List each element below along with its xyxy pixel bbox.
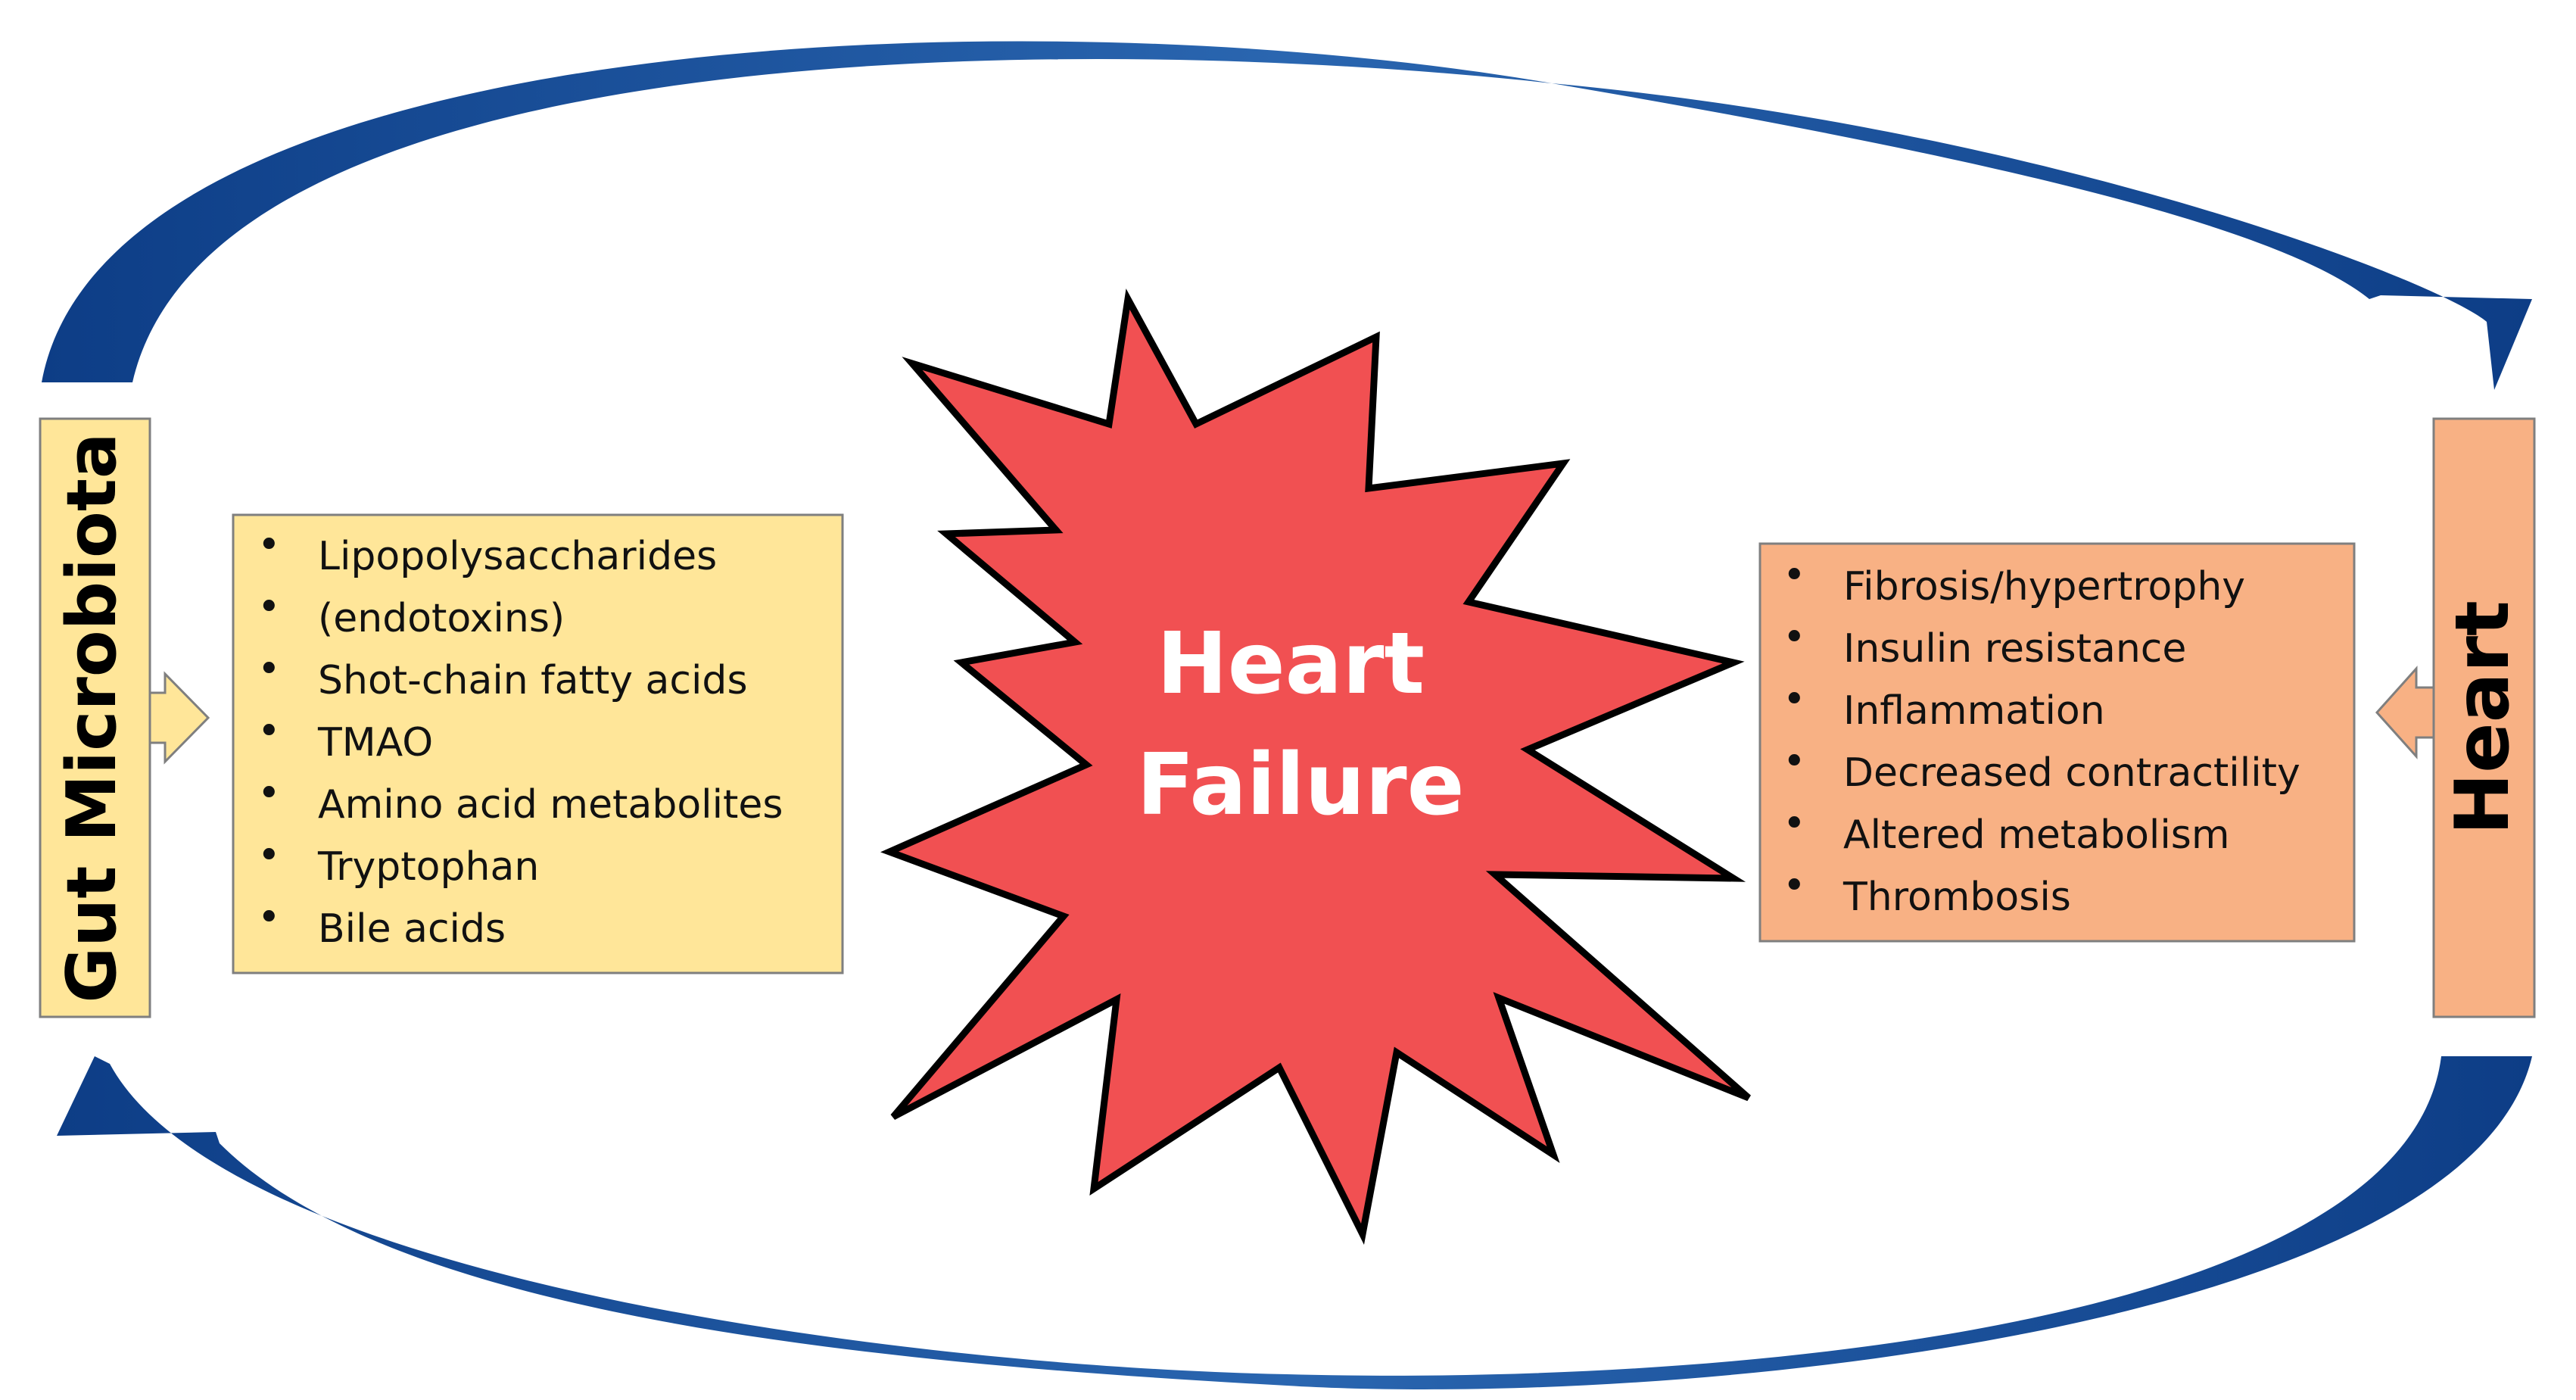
list-item: Bile acids <box>318 906 506 952</box>
heart-failure-title-line2: Failure <box>1136 736 1464 834</box>
list-item: Shot-chain fatty acids <box>318 658 748 703</box>
bullet: • <box>1783 553 1806 598</box>
bullet: • <box>257 585 281 630</box>
list-item: TMAO <box>317 720 433 765</box>
bullet: • <box>1783 863 1806 909</box>
curved-arrow-right-icon <box>42 41 2532 390</box>
bullet: • <box>257 647 281 692</box>
gut-metabolites-box <box>232 513 844 974</box>
bullet: • <box>257 522 281 568</box>
heart-effects-list: • Fibrosis/hypertrophy • Insulin resista… <box>1783 553 2300 920</box>
bullet: • <box>257 895 281 940</box>
bullet: • <box>1783 677 1806 722</box>
heart-failure-starburst <box>880 288 1751 1245</box>
gut-microbiota-box <box>39 417 151 1018</box>
bullet: • <box>257 833 281 878</box>
bullet: • <box>1783 615 1806 660</box>
bullet: • <box>257 709 281 754</box>
gut-metabolites-list: • Lipopolysaccharides • (endotoxins) • S… <box>257 522 783 952</box>
bullet: • <box>257 771 281 816</box>
list-item: Thrombosis <box>1842 875 2071 920</box>
curved-arrow-left-icon <box>57 1056 2532 1390</box>
heart-failure-title-line1: Heart <box>1157 615 1425 713</box>
list-item: Decreased contractility <box>1843 750 2300 796</box>
heart-box <box>2432 417 2536 1018</box>
list-item: Tryptophan <box>317 844 539 890</box>
arrow-right-icon <box>148 671 210 765</box>
gut-microbiota-label: Gut Microbiota <box>52 432 132 1002</box>
arrow-left-icon <box>2375 666 2435 759</box>
bullet: • <box>1783 739 1806 784</box>
list-item: Amino acid metabolites <box>318 782 783 828</box>
list-item: Insulin resistance <box>1843 626 2186 672</box>
heart-label: Heart <box>2440 600 2526 835</box>
bullet: • <box>1783 801 1806 847</box>
heart-effects-box <box>1758 542 2356 943</box>
list-item: (endotoxins) <box>318 596 565 641</box>
list-item: Lipopolysaccharides <box>318 534 717 579</box>
list-item: Altered metabolism <box>1843 812 2230 858</box>
list-item: Inflammation <box>1843 688 2105 734</box>
list-item: Fibrosis/hypertrophy <box>1843 564 2245 610</box>
